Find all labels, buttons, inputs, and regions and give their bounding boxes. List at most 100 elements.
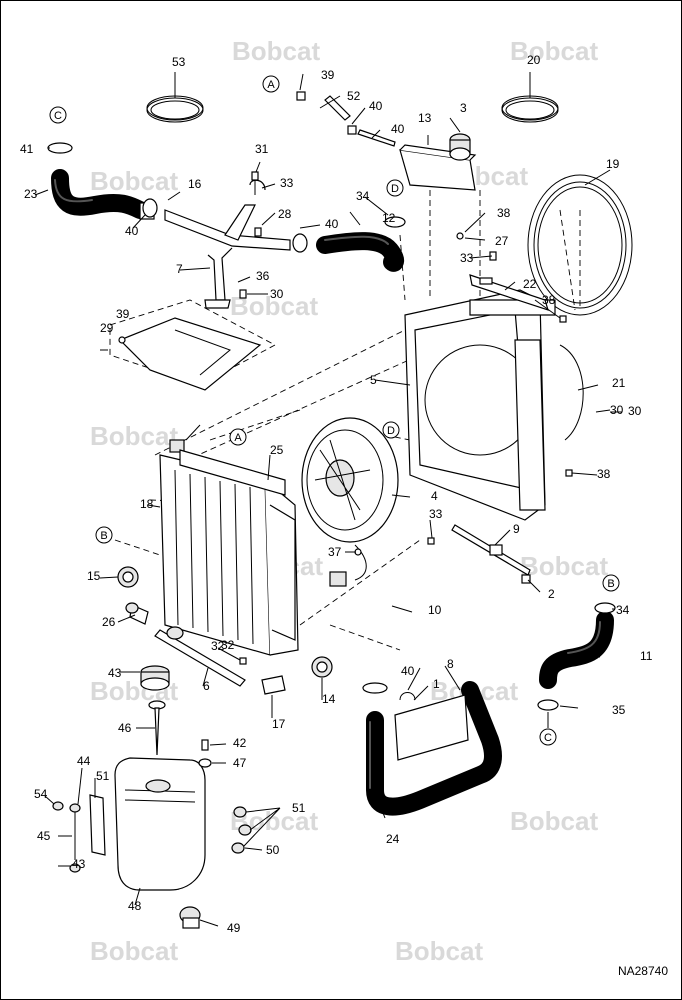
callout-41-40: 41 (20, 142, 34, 156)
callout-12-11: 12 (382, 211, 396, 225)
callout-39-38: 39 (321, 68, 335, 82)
ref-circle-B-2: B (95, 526, 113, 544)
ref-circle-B-3: B (602, 574, 620, 592)
callout-51-68: 51 (292, 801, 306, 815)
ref-circle-A-0: A (262, 75, 280, 93)
watermark-brand-0: Bobcat (232, 36, 320, 66)
callout-51-50: 51 (96, 769, 110, 783)
callout-33-60: 33 (429, 507, 443, 521)
callout-39-65: 39 (116, 307, 130, 321)
callout-2-1: 2 (548, 587, 555, 601)
callout-36-35: 36 (256, 269, 270, 283)
callout-46-45: 46 (118, 721, 132, 735)
radiator-17 (159, 439, 299, 656)
hose-11 (539, 611, 614, 689)
callout-5-4: 5 (370, 373, 377, 387)
callout-29-28: 29 (100, 321, 114, 335)
callout-11-10: 11 (640, 649, 653, 663)
svg-text:A: A (234, 432, 242, 444)
callout-23-22: 23 (24, 187, 38, 201)
svg-text:C: C (54, 110, 62, 122)
watermark-brand-6: Bobcat (520, 551, 608, 581)
callout-13-12: 13 (418, 111, 432, 125)
callout-7-6: 7 (176, 262, 183, 276)
callout-52-51: 52 (347, 89, 361, 103)
svg-text:D: D (387, 425, 395, 437)
callout-25-24: 25 (270, 443, 284, 457)
bracket-21 (469, 274, 549, 311)
ref-circle-A-1: A (229, 428, 247, 446)
ref-circle-C-5: C (539, 728, 557, 746)
callout-27-26: 27 (495, 234, 509, 248)
callout-28-27: 28 (278, 207, 292, 221)
callout-33-32: 33 (280, 176, 294, 190)
parts-artwork (34, 72, 633, 929)
callout-45-44: 45 (37, 829, 51, 843)
callout-31-30: 31 (255, 142, 269, 156)
fittings-51-49-48 (179, 739, 252, 929)
callout-32-56: 32 (221, 638, 235, 652)
reservoir-47 (52, 757, 206, 891)
shroud-seal-20 (559, 344, 584, 441)
svg-text:D: D (391, 183, 399, 195)
callout-37-36: 37 (328, 545, 342, 559)
callout-49-48: 49 (227, 921, 241, 935)
callout-4-3: 4 (431, 489, 438, 503)
callout-30-64: 30 (270, 287, 284, 301)
watermark-brand-12: Bobcat (90, 936, 178, 966)
callout-32-31: 32 (211, 639, 225, 653)
callout-6-5: 6 (203, 679, 210, 693)
hose-12 (316, 232, 405, 272)
callout-10-9: 10 (428, 603, 442, 617)
svg-text:A: A (267, 79, 275, 91)
pan-28 (118, 317, 262, 391)
cap-42 (140, 665, 170, 691)
callout-17-16: 17 (272, 717, 286, 731)
watermark-brand-13: Bobcat (395, 936, 483, 966)
fan-shroud-5 (404, 289, 556, 521)
callout-34-61: 34 (616, 603, 630, 617)
ref-circle-C-4: C (49, 106, 67, 124)
callout-40-62: 40 (125, 224, 139, 238)
watermark-brand-11: Bobcat (510, 806, 598, 836)
svg-text:C: C (544, 732, 552, 744)
callout-24-23: 24 (386, 832, 400, 846)
drawing-number: NA28740 (617, 964, 668, 978)
callout-14-13: 14 (322, 692, 336, 706)
callout-numbers: 1234567891011121314151617181920212223242… (20, 53, 653, 935)
callout-19-18: 19 (606, 157, 620, 171)
callout-38-58: 38 (542, 293, 556, 307)
callout-38-37: 38 (497, 206, 511, 220)
svg-text:B: B (100, 530, 107, 542)
callout-15-14: 15 (87, 569, 101, 583)
callout-22-21: 22 (523, 277, 537, 291)
watermark-brand-5: Bobcat (90, 421, 178, 451)
callout-40-69: 40 (401, 664, 415, 678)
ref-circle-D-7: D (382, 421, 400, 439)
callout-48-47: 48 (128, 899, 142, 913)
svg-text:B: B (607, 578, 614, 590)
callout-33-57: 33 (460, 251, 474, 265)
reference-letter-circles: A A B B C C D D (49, 75, 620, 746)
callout-43-67: 43 (72, 857, 86, 871)
callout-50-49: 50 (266, 843, 280, 857)
clamps (47, 142, 616, 761)
watermark-brand-1: Bobcat (510, 36, 598, 66)
callout-8-7: 8 (447, 657, 454, 671)
hose-22-15 (51, 169, 149, 219)
callout-9-8: 9 (513, 522, 520, 536)
callout-21-20: 21 (612, 376, 626, 390)
callout-30-29: 30 (628, 404, 642, 418)
callout-1-0: 1 (433, 677, 440, 691)
callout-42-41: 42 (233, 736, 247, 750)
dipstick-45 (148, 700, 166, 756)
line-6 (125, 602, 246, 687)
callout-34-33: 34 (356, 189, 370, 203)
callout-35-34: 35 (612, 703, 626, 717)
callout-43-42: 43 (108, 666, 122, 680)
callout-38-59: 38 (597, 467, 611, 481)
fan-4 (301, 417, 399, 587)
callout-44-43: 44 (77, 754, 91, 768)
